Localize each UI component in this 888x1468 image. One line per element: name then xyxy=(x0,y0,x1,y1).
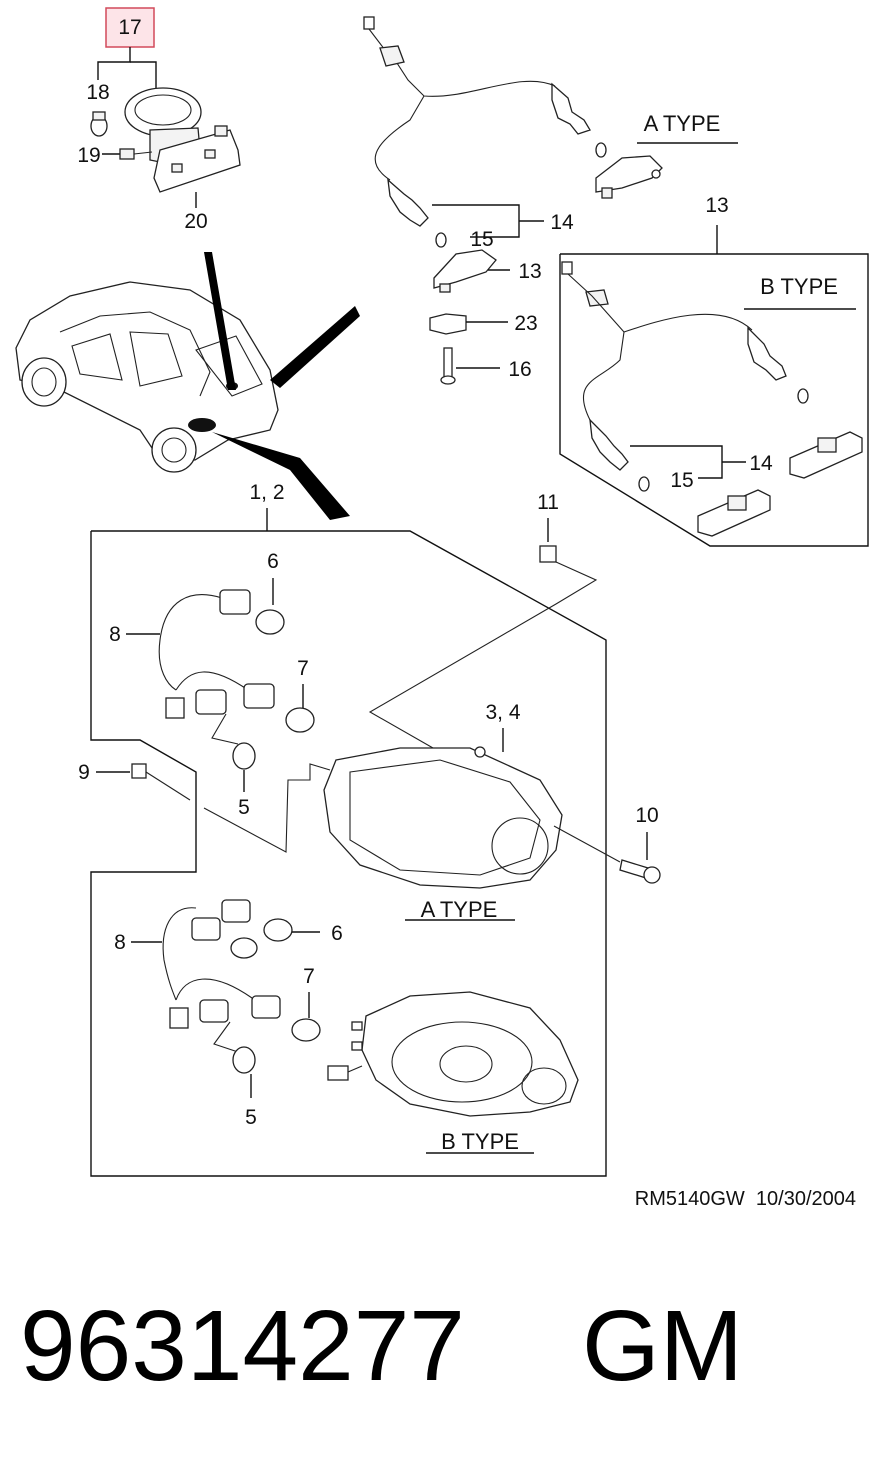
rear-lamp-a-type xyxy=(323,746,563,889)
grommet-a xyxy=(379,45,405,67)
connector-b xyxy=(561,261,573,275)
callout-7a[interactable]: 7 xyxy=(297,657,309,680)
brand-label: GM xyxy=(582,1290,743,1402)
leader-17-18 xyxy=(97,47,131,80)
license-lamp-b-group: 13 B TYPE 14 15 xyxy=(559,194,869,547)
clip-23 xyxy=(429,313,467,335)
high-mount-stop-lamp-group: 17 18 19 20 xyxy=(77,7,241,233)
callout-6a[interactable]: 6 xyxy=(267,550,279,573)
callout-6b[interactable]: 6 xyxy=(331,922,343,945)
harness-wire-a1 xyxy=(368,28,556,97)
stop-lamp-bracket xyxy=(153,125,241,193)
grommet-b xyxy=(585,289,609,307)
callout-13a[interactable]: 13 xyxy=(518,260,541,283)
axis-11 xyxy=(368,561,598,753)
callout-15a[interactable]: 15 xyxy=(470,228,493,251)
callout-18[interactable]: 18 xyxy=(86,81,109,104)
license-lamp-b-housing-2 xyxy=(697,489,771,537)
callout-8b[interactable]: 8 xyxy=(114,931,126,954)
socket-lower-a xyxy=(387,178,447,248)
drawing-reference: RM5140GW 10/30/2004 xyxy=(635,1188,856,1210)
license-lamp-a-group: A TYPE 14 15 13 23 xyxy=(363,16,738,385)
nut-9 xyxy=(131,763,147,779)
callout-1-2[interactable]: 1, 2 xyxy=(249,481,284,504)
nut-11 xyxy=(539,545,557,563)
socket-b-upper xyxy=(747,326,809,404)
callout-23[interactable]: 23 xyxy=(514,312,537,335)
callout-9[interactable]: 9 xyxy=(78,761,90,784)
callout-5a[interactable]: 5 xyxy=(238,796,250,819)
axis-lamp-a xyxy=(203,763,331,853)
pointer-license-lamp xyxy=(270,306,360,388)
socket-upper-right xyxy=(551,82,607,158)
b-type-frame xyxy=(559,253,869,547)
screw-19 xyxy=(119,148,153,160)
screw-10 xyxy=(619,859,661,884)
license-lamp-b-housing-1 xyxy=(789,431,863,479)
harness-wire-a2 xyxy=(374,95,425,181)
harness-b-lower xyxy=(162,899,321,1074)
harness-a-upper xyxy=(158,589,315,770)
callout-15b[interactable]: 15 xyxy=(670,469,693,492)
callout-3-4[interactable]: 3, 4 xyxy=(485,701,520,724)
license-lamp-a-housing xyxy=(595,155,663,199)
highlight-box-17 xyxy=(105,7,155,48)
pointer-rear-combo-lamp xyxy=(212,432,350,520)
car-illustration xyxy=(15,252,360,520)
rear-combination-lamp-group: 1, 2 6 8 7 5 9 11 xyxy=(78,481,661,1177)
type-label-a-upper: A TYPE xyxy=(644,111,721,136)
socket-b-lower xyxy=(589,418,650,492)
callout-8a[interactable]: 8 xyxy=(109,623,121,646)
rear-lamp-b-type xyxy=(327,991,579,1117)
type-label-b-upper: B TYPE xyxy=(760,274,838,299)
callout-20[interactable]: 20 xyxy=(184,210,207,233)
part-number: 96314277 xyxy=(20,1290,465,1402)
bulb-18 xyxy=(90,111,108,137)
type-label-b-lower: B TYPE xyxy=(441,1129,519,1154)
connector-top xyxy=(363,16,375,30)
callout-14b[interactable]: 14 xyxy=(749,452,773,475)
callout-11[interactable]: 11 xyxy=(537,491,559,514)
callout-14a[interactable]: 14 xyxy=(550,211,574,234)
callout-17[interactable]: 17 xyxy=(118,16,141,39)
callout-7b[interactable]: 7 xyxy=(303,965,315,988)
callout-19[interactable]: 19 xyxy=(77,144,100,167)
leader-17-body xyxy=(130,61,157,90)
callout-5b[interactable]: 5 xyxy=(245,1106,257,1129)
callout-13b[interactable]: 13 xyxy=(705,194,728,217)
screw-16 xyxy=(440,347,456,385)
pointer-stop-lamp xyxy=(204,252,236,390)
harness-wire-b2 xyxy=(583,331,625,421)
type-label-a-lower: A TYPE xyxy=(421,897,498,922)
axis-9 xyxy=(145,771,191,801)
axis-10 xyxy=(553,825,621,863)
callout-10[interactable]: 10 xyxy=(635,804,658,827)
lens-13-a xyxy=(433,249,497,293)
callout-16[interactable]: 16 xyxy=(508,358,531,381)
lamp-assembly-frame xyxy=(90,530,607,1177)
harness-wire-b1 xyxy=(567,273,753,333)
